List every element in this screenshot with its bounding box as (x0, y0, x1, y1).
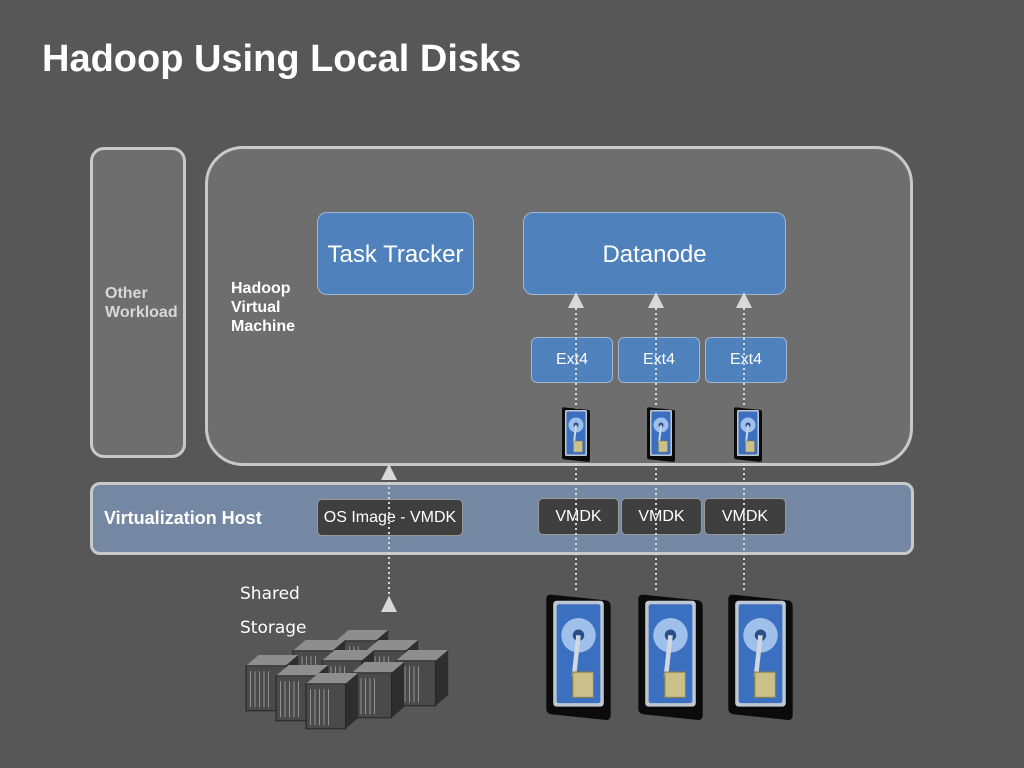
other-workload-panel (90, 147, 186, 458)
datanode-box: Datanode (523, 212, 786, 295)
hard-disk-icon (733, 406, 763, 464)
ext4-box-2: Ext4 (618, 337, 700, 383)
vmdk-box-2: VMDK (621, 498, 702, 535)
hard-disk-icon (646, 406, 676, 464)
hadoop-vm-label: Hadoop Virtual Machine (231, 279, 295, 336)
page-title: Hadoop Using Local Disks (42, 38, 522, 80)
hard-disk-icon (728, 594, 792, 720)
hard-disk-icon (638, 594, 702, 720)
hadoop-vm-line-3: Machine (231, 318, 296, 335)
other-workload-label: Other Workload (105, 284, 178, 322)
hadoop-vm-line-2: Virtual (231, 299, 281, 316)
hadoop-vm-line-1: Hadoop (231, 280, 291, 297)
virtualization-host-bar (90, 482, 914, 555)
hard-disk-icon (561, 406, 591, 464)
shared-storage-line-1: Shared (240, 584, 300, 604)
ext4-box-3: Ext4 (705, 337, 787, 383)
other-workload-line-2: Workload (105, 304, 178, 321)
shared-storage-line-2: Storage (240, 618, 307, 638)
virtualization-host-label: Virtualization Host (104, 508, 262, 528)
task-tracker-box: Task Tracker (317, 212, 474, 295)
ext4-box-1: Ext4 (531, 337, 613, 383)
server-rack-icon (245, 629, 449, 730)
hadoop-vm-panel (205, 146, 913, 466)
hard-disk-icon (546, 594, 610, 720)
vmdk-box-1: VMDK (538, 498, 619, 535)
other-workload-line-1: Other (105, 285, 148, 302)
